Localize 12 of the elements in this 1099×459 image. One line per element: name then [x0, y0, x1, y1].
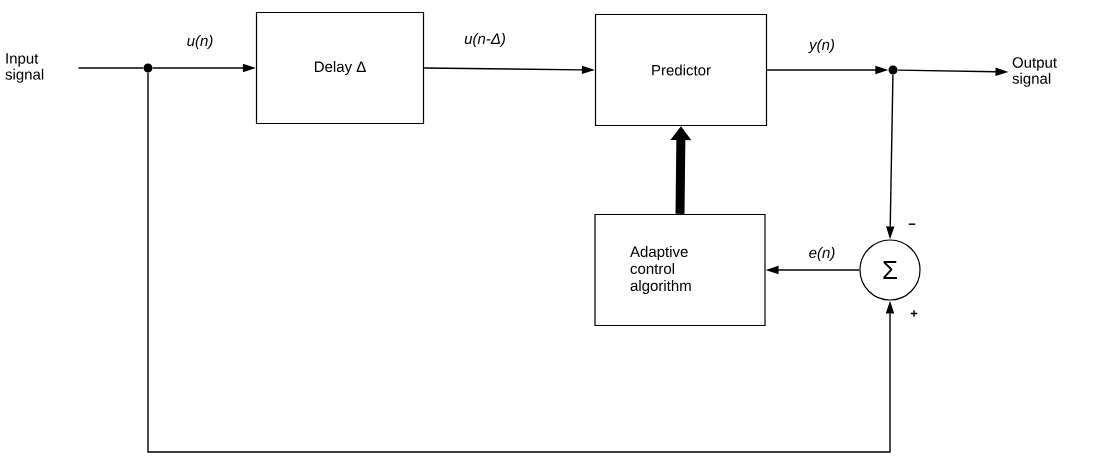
edge-label: e(n): [809, 247, 835, 261]
block-box: Predictor: [594, 13, 768, 127]
edge-label: y(n): [808, 39, 834, 53]
block-box: Adaptive control algorithm: [594, 213, 766, 327]
signal-label: Input signal: [5, 53, 44, 83]
sign-label: −: [908, 223, 916, 225]
summing-junction: Σ: [859, 239, 921, 301]
block-box: Delay Δ: [255, 11, 425, 125]
signal-label: Output signal: [1012, 57, 1057, 87]
edge-label: u(n-Δ): [464, 33, 505, 47]
edge-label: u(n): [187, 35, 213, 49]
signal-line: [77, 67, 144, 69]
